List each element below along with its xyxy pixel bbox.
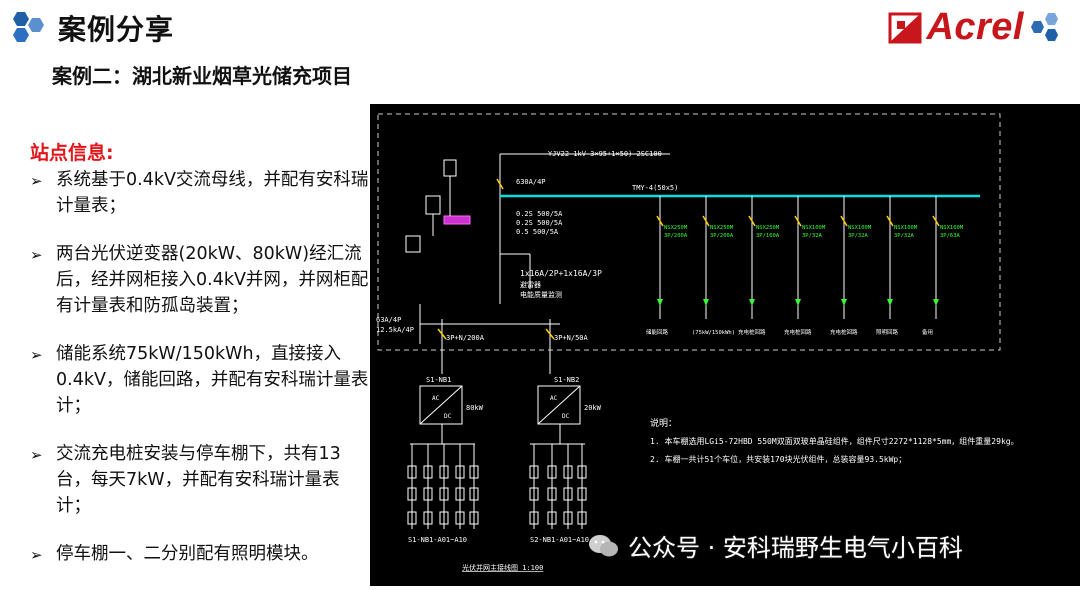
feeder-arrow-icon — [795, 299, 801, 306]
site-info-heading: 站点信息: — [30, 142, 114, 164]
breaker-rating: 3P+N/50A — [554, 334, 589, 342]
left-breaker-label: 12.5kA/4P — [376, 326, 414, 334]
feeder-label: 充电桩回路 — [738, 328, 766, 336]
string-label: S1-NB1-A01~A10 — [408, 536, 467, 544]
bullet-arrow-icon: ➢ — [30, 246, 43, 264]
feeder-breaker-icon — [702, 215, 710, 227]
page-title: 案例分享 — [58, 13, 175, 46]
breaker-rating: 3P+N/200A — [446, 334, 485, 342]
hexagon-logo-icon — [13, 12, 44, 42]
svg-text:DC: DC — [444, 413, 452, 420]
feeder-breaker: 3P/32A — [802, 233, 823, 239]
list-item: ➢ 停车棚一、二分别配有照明模块。 — [30, 541, 370, 568]
feeder-breaker: 3P/32A — [848, 233, 869, 239]
inverter-power: 80kW — [466, 404, 484, 412]
feeder-label: 充电桩回路 — [784, 328, 812, 336]
single-line-diagram: YJV22-1kV-3×95+1×50)-2SC100 630A/4P TMY-… — [370, 104, 1080, 586]
string-label: S2-NB1-A01~A10 — [530, 536, 589, 544]
device-label: 避雷器 — [520, 280, 541, 289]
bullet-arrow-icon: ➢ — [30, 446, 43, 464]
hexagon-cluster-icon — [1031, 12, 1058, 41]
feeder-breaker: 3P/200A — [664, 233, 688, 239]
list-item: ➢ 储能系统75kW/150kWh，直接接入0.4kV，储能回路，并配有安科瑞计… — [30, 341, 370, 419]
drawing-title: 光伏并网主接线图 1:100 — [462, 563, 543, 572]
bullet-arrow-icon: ➢ — [30, 346, 43, 364]
feeder-rating: NSX100M — [802, 225, 826, 231]
feeder-rating: NSX250M — [756, 225, 780, 231]
device-label: 电能质量监测 — [520, 290, 562, 299]
feeder-arrow-icon — [657, 299, 663, 306]
svg-text:AC: AC — [550, 395, 558, 402]
list-item: ➢ 交流充电桩安装与停车棚下，共有13台，每天7kW，并配有安科瑞计量表计； — [30, 441, 370, 519]
feeder-breaker: 3P/200A — [710, 233, 734, 239]
ct-label: 0.2S 500/5A — [516, 210, 563, 218]
site-info-panel: 站点信息: ➢ 系统基于0.4kV交流母线，并配有安科瑞计量表； ➢ 两台光伏逆… — [30, 138, 370, 590]
busbar-label: TMY-4(50x5) — [632, 184, 678, 192]
feeder-group: NSX250M 3P/200A 储能回路 NSX250M 3P/200A (75kW/15… — [646, 196, 964, 336]
wechat-icon — [589, 534, 618, 556]
feeder-breaker-icon — [748, 215, 756, 227]
feeder-label: 备用 — [922, 328, 933, 336]
feeder-breaker-icon — [794, 215, 802, 227]
list-item: ➢ 两台光伏逆变器(20kW、80kW)经汇流后，经并网柜接入0.4kV并网，并… — [30, 241, 370, 319]
feeder-label: 储能回路 — [646, 328, 669, 336]
feeder-rating: NSX250M — [664, 225, 688, 231]
ct-label: 0.5 500/5A — [516, 228, 559, 236]
page-subtitle: 案例二：湖北新业烟草光储充项目 — [52, 64, 352, 88]
feeder-breaker-icon — [886, 215, 894, 227]
feeder-breaker-icon — [656, 215, 664, 227]
feeder-arrow-icon — [933, 299, 939, 306]
watermark-text: 公众号 · 安科瑞野生电气小百科 — [628, 534, 963, 562]
note-line: 1. 本车棚选用LGi5-72HBD 550M双面双玻单晶硅组件，组件尺寸227… — [650, 436, 1019, 446]
inverter-name: S1-NB2 — [554, 376, 579, 384]
svg-text:DC: DC — [562, 413, 570, 420]
feeder-arrow-icon — [887, 299, 893, 306]
device-label: 1x16A/2P+1x16A/3P — [520, 269, 602, 278]
acrel-logo: Acrel — [888, 6, 1066, 49]
feeder-breaker: 3P/160A — [756, 233, 780, 239]
pv-string-group — [407, 444, 479, 529]
feeder-breaker-icon — [840, 215, 848, 227]
feeder-arrow-icon — [841, 299, 847, 306]
ct-label: 0.2S 500/5A — [516, 219, 563, 227]
incoming-cable-label: YJV22-1kV-3×95+1×50)-2SC100 — [548, 150, 662, 158]
notes-title: 说明： — [650, 417, 677, 429]
feeder-label: (75kW/150kWh) — [692, 330, 735, 336]
feeder-label: 充电桩回路 — [830, 328, 858, 336]
watermark: 公众号 · 安科瑞野生电气小百科 — [588, 528, 963, 563]
acrel-mark-icon — [888, 12, 922, 43]
logo-text: Acrel — [926, 6, 1024, 48]
feeder-label: 照明回路 — [876, 328, 899, 336]
bullet-arrow-icon: ➢ — [30, 546, 43, 564]
feeder-breaker: 3P/32A — [894, 233, 915, 239]
feeder-rating: NSX250M — [710, 225, 734, 231]
feeder-rating: NSX100M — [894, 225, 918, 231]
inverter-power: 20kW — [584, 404, 602, 412]
feeder-rating: NSX100M — [848, 225, 872, 231]
feeder-arrow-icon — [703, 299, 709, 306]
feeder-arrow-icon — [749, 299, 755, 306]
feeder-breaker-icon — [932, 215, 940, 227]
note-line: 2. 车棚一共计51个车位，共安装170块光伏组件，总装容量93.5kWp； — [650, 454, 906, 464]
svg-text:AC: AC — [432, 395, 440, 402]
left-breaker-label: 63A/4P — [376, 316, 401, 324]
list-item: ➢ 系统基于0.4kV交流母线，并配有安科瑞计量表； — [30, 167, 370, 219]
inverter-name: S1-NB1 — [426, 376, 451, 384]
feeder-breaker: 3P/63A — [940, 233, 961, 239]
feeder-rating: NSX160M — [940, 225, 964, 231]
pv-string-group — [529, 444, 587, 529]
main-breaker-label: 630A/4P — [516, 178, 546, 186]
bullet-arrow-icon: ➢ — [30, 172, 43, 190]
